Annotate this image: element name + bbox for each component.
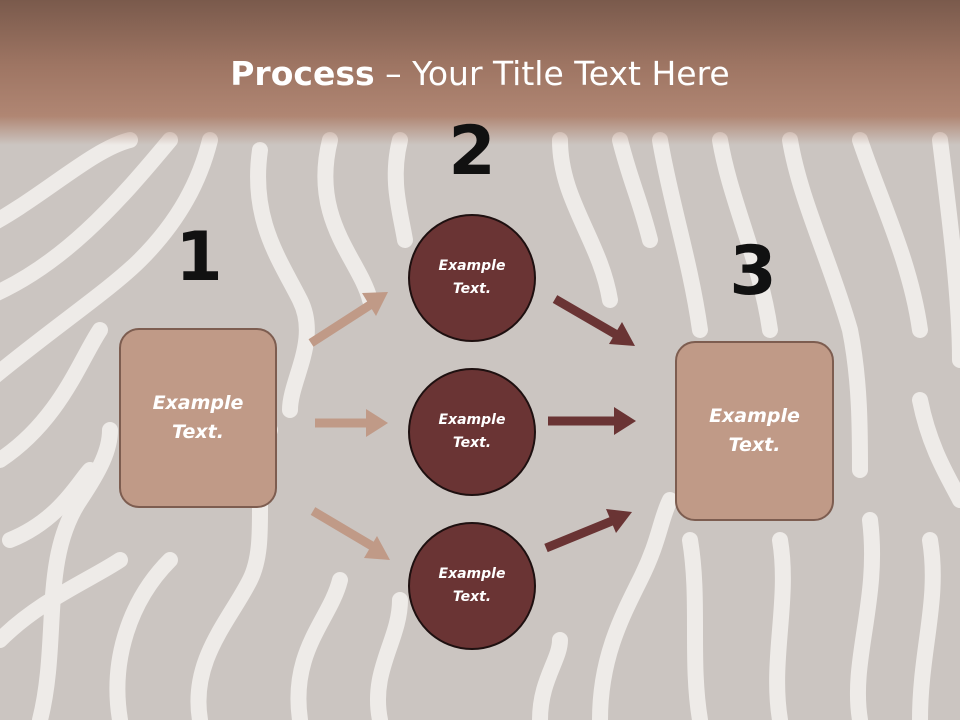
step-3-box: Example Text. <box>675 341 834 521</box>
circle-top-text: Example Text. <box>438 258 506 297</box>
step-2-circle-top: Example Text. <box>408 214 536 342</box>
step-3-box-text: Example Text. <box>709 405 800 456</box>
step-1-box-text: Example Text. <box>152 392 244 443</box>
step-2-circle-middle: Example Text. <box>408 368 536 496</box>
title-separator: – <box>374 54 413 93</box>
title-rest: Your Title Text Here <box>412 54 730 93</box>
circle-bottom-text: Example Text. <box>438 566 506 605</box>
step-1-box: Example Text. <box>119 328 277 508</box>
slide-title: Process – Your Title Text Here <box>0 52 960 96</box>
step-number-2: 2 <box>448 112 496 191</box>
step-number-3: 3 <box>729 232 777 311</box>
step-2-circle-bottom: Example Text. <box>408 522 536 650</box>
title-band <box>0 0 960 145</box>
step-number-1: 1 <box>175 218 223 297</box>
title-strong: Process <box>230 54 375 93</box>
circle-middle-text: Example Text. <box>438 412 506 451</box>
